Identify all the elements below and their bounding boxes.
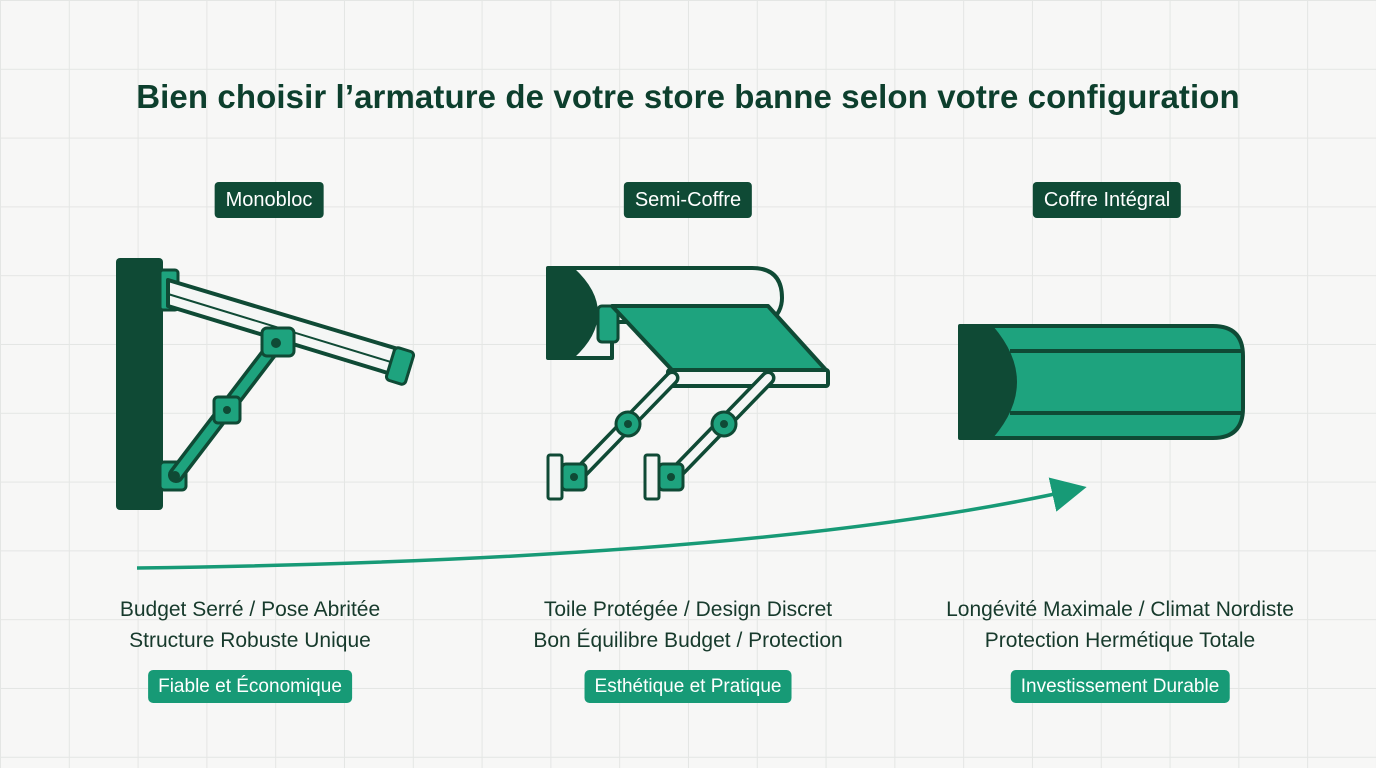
option-label-monobloc: Monobloc (214, 182, 324, 218)
option-description-monobloc: Budget Serré / Pose Abritée Structure Ro… (20, 594, 480, 656)
semi-coffre-awning-icon (546, 266, 830, 501)
description-line: Bon Équilibre Budget / Protection (533, 629, 843, 652)
description-line: Structure Robuste Unique (129, 629, 371, 652)
description-line: Protection Hermétique Totale (984, 629, 1256, 652)
description-line: Longévité Maximale / Climat Nordiste (946, 598, 1294, 621)
page-title: Bien choisir l’armature de votre store b… (136, 78, 1240, 115)
progression-arrow-icon (136, 477, 1087, 570)
monobloc-awning-icon (116, 258, 416, 510)
coffre-integral-awning-icon (958, 324, 1245, 440)
option-badge-semi-coffre: Esthétique et Pratique (584, 670, 792, 703)
option-badge-monobloc: Fiable et Économique (148, 670, 352, 703)
option-description-coffre-integral: Longévité Maximale / Climat Nordiste Pro… (890, 594, 1350, 656)
option-description-semi-coffre: Toile Protégée / Design Discret Bon Équi… (458, 594, 918, 656)
description-line: Toile Protégée / Design Discret (543, 598, 833, 621)
option-label-coffre-integral: Coffre Intégral (1032, 182, 1182, 218)
option-label-semi-coffre: Semi-Coffre (623, 182, 753, 218)
description-line: Budget Serré / Pose Abritée (119, 598, 381, 621)
option-badge-coffre-integral: Investissement Durable (1010, 670, 1230, 703)
